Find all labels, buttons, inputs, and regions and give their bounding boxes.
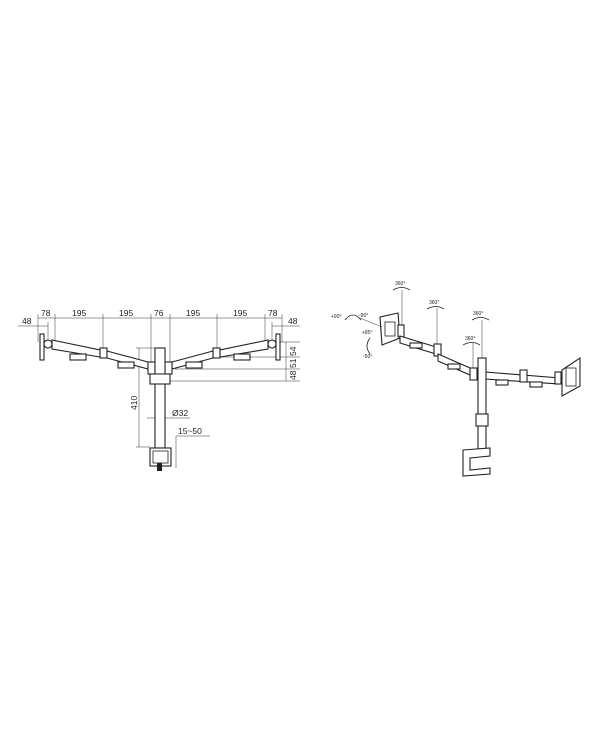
dimension-lines [18,314,300,468]
rotation-label: 360° [395,281,405,287]
dim-label: 78 [41,308,51,318]
rotate-arrow-icon [462,342,481,346]
rotation-labels: 360° 360° 360° 360° +90° -90° +85° -50° [331,281,483,360]
dim-label: 48 [288,316,298,326]
rotate-arrow-icon [471,317,490,321]
rotate-arrow-icon [426,306,445,310]
tilt-label: +85° [362,330,372,336]
dimension-labels: 48 78 195 195 76 195 195 78 48 54 51 48 … [22,308,298,436]
rotation-arrows [344,287,490,355]
tilt-label: -50° [363,354,372,360]
front-view-drawing: 48 78 195 195 76 195 195 78 48 54 51 48 … [18,308,300,471]
pole-height-label: 410 [129,396,139,410]
desk-clamp [149,447,172,471]
dim-label: 78 [268,308,278,318]
desk-clamp-3d [462,447,491,477]
tilt-label: -90° [359,313,368,319]
rotation-label: 360° [465,336,475,342]
left-arm [39,333,156,375]
perspective-view-drawing: 360° 360° 360° 360° +90° -90° +85° -50° [331,281,581,477]
right-arm [164,333,281,375]
dim-label: 195 [233,308,247,318]
tilt-label: +90° [331,314,341,320]
dim-label: 48 [22,316,32,326]
dim-label: 76 [154,308,164,318]
rotation-label: 360° [429,300,439,306]
tilt-arrow-icon [344,314,362,321]
dim-label: 195 [72,308,86,318]
pole-diameter-label: Ø32 [172,408,188,418]
rotate-arrow-icon [392,287,411,291]
right-arm-3d [484,369,562,388]
dim-label: 54 [288,346,298,356]
left-arm-3d [397,290,471,376]
dim-label: 195 [119,308,133,318]
dim-label: 195 [186,308,200,318]
dim-label: 51 [288,358,298,368]
rotation-label: 360° [473,311,483,317]
right-monitor-plate [561,356,581,397]
tilt-arrow-icon [366,337,371,355]
pole-3d [469,320,489,454]
dim-label: 48 [288,370,298,380]
clamp-range-label: 15~50 [178,426,202,436]
